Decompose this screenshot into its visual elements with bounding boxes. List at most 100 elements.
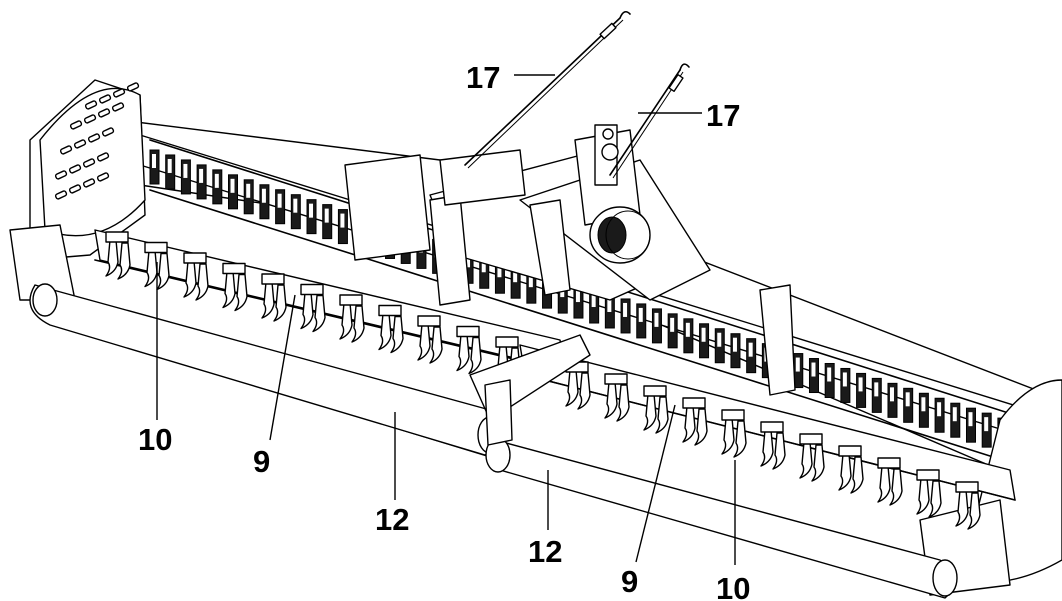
louvre-slot-highlight	[607, 297, 612, 312]
louvre-slot-highlight	[261, 188, 266, 203]
louvre-slot-highlight	[717, 332, 722, 347]
tine	[339, 302, 353, 340]
leader-lines	[156, 74, 736, 565]
packer-roller-right	[485, 437, 958, 599]
tine	[655, 396, 669, 434]
tine	[694, 408, 708, 446]
vent-slot	[84, 100, 98, 110]
louvre-slot-highlight	[874, 382, 879, 397]
tine	[877, 465, 891, 503]
tine-holder	[378, 304, 402, 317]
tine-holder	[916, 469, 940, 481]
tine-holder	[604, 373, 628, 385]
louvre-slot-highlight	[246, 183, 251, 198]
tine	[261, 281, 275, 319]
tine	[643, 393, 657, 431]
tine	[117, 242, 131, 280]
callout-9-right: 9	[621, 564, 638, 599]
louvre-slot-highlight	[858, 377, 863, 392]
louvre-slot-highlight	[685, 322, 690, 337]
callout-10-left: 10	[138, 422, 172, 457]
tine-holder	[339, 294, 363, 306]
vent-slot	[82, 158, 96, 168]
tine	[378, 312, 392, 351]
tine-holder	[144, 241, 168, 254]
callout-9-left: 9	[253, 444, 270, 479]
tine-holder	[721, 409, 745, 421]
tine	[760, 429, 774, 467]
louvre-slot-highlight	[654, 312, 659, 327]
vent-slot	[82, 178, 96, 188]
louvre-slot-highlight	[497, 263, 502, 278]
tine-holder	[222, 262, 246, 275]
tine	[456, 333, 470, 372]
vent-slot	[112, 88, 126, 98]
tine-holder	[877, 457, 901, 469]
vent-slot	[83, 114, 97, 124]
tine	[682, 405, 696, 443]
adjustment-rod-top	[464, 10, 631, 169]
louvre-slot-highlight	[199, 168, 204, 183]
vent-slot	[69, 120, 83, 130]
tine	[772, 432, 786, 470]
louvre-slot-highlight	[466, 253, 471, 268]
vent-slot	[54, 190, 68, 200]
tines-left	[105, 231, 521, 385]
louvre-slot-highlight	[984, 417, 989, 432]
tine	[300, 291, 314, 330]
louvre-slot-highlight	[575, 288, 580, 303]
tine	[312, 294, 326, 333]
louvre-slot-highlight	[230, 178, 235, 193]
louvre-slot-highlight	[921, 397, 926, 412]
louvre-slot-highlight	[309, 203, 314, 218]
tine	[183, 260, 197, 298]
tine-holder	[105, 231, 129, 243]
louvre-slot-highlight	[214, 173, 219, 188]
tine	[429, 326, 443, 364]
tine	[838, 453, 852, 491]
louvre-slot-highlight	[340, 213, 345, 228]
louvre-slot-highlight	[937, 402, 942, 417]
vent-slot	[73, 139, 87, 149]
tine-holder	[417, 315, 441, 327]
tine-holder	[682, 397, 706, 409]
tine	[390, 315, 404, 354]
tine-holder	[760, 421, 784, 433]
vent-slot	[101, 127, 115, 137]
center-joint	[469, 334, 591, 446]
tine	[721, 417, 735, 455]
tine-holder	[799, 433, 823, 445]
louvre-slot-highlight	[811, 362, 816, 377]
tine	[955, 489, 969, 527]
louvre-slot-highlight	[842, 372, 847, 387]
tine	[967, 492, 981, 530]
tine	[565, 369, 579, 407]
louvre-slot-highlight	[293, 198, 298, 213]
tine	[889, 468, 903, 506]
vent-slot	[97, 108, 111, 118]
tine	[577, 372, 591, 410]
leader-9-right	[635, 404, 676, 563]
louvre-slot-highlight	[952, 407, 957, 422]
gearbox	[589, 206, 651, 264]
tine-holder	[261, 273, 285, 285]
tine-holder	[643, 385, 667, 397]
tine	[616, 384, 630, 422]
louvre-slot-highlight	[795, 357, 800, 372]
tine-holder	[183, 252, 207, 264]
louvre-slot-highlight	[968, 412, 973, 427]
tine	[105, 239, 119, 277]
ventilation-slots	[54, 82, 140, 200]
tine	[916, 477, 930, 515]
louvre-slot-highlight	[701, 327, 706, 342]
callout-17-right: 17	[706, 98, 740, 133]
callout-12-right: 12	[528, 534, 562, 569]
tine	[234, 273, 248, 312]
vent-slot	[59, 145, 73, 155]
louvre-slot-highlight	[167, 158, 172, 173]
tine-holder	[955, 481, 979, 493]
tines-right	[565, 361, 981, 530]
vent-slot	[96, 172, 110, 182]
tine-holder	[495, 336, 519, 348]
